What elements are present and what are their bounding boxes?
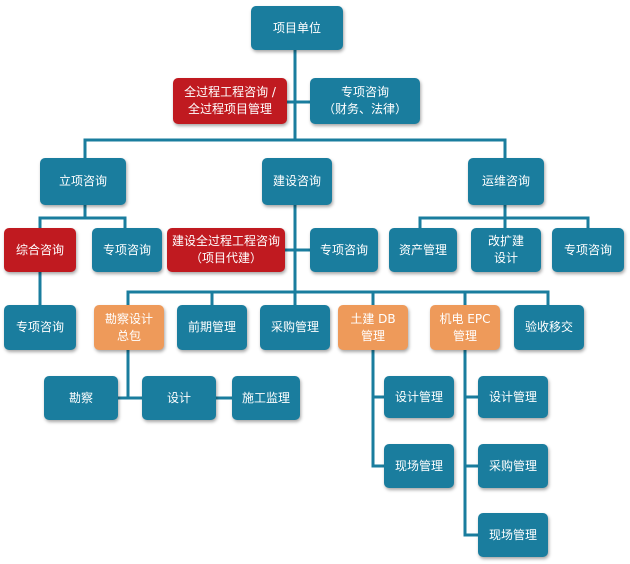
node-construction-consulting: 建设咨询 — [262, 158, 332, 205]
node-comprehensive-consulting: 综合咨询 — [4, 228, 76, 272]
node-design: 设计 — [142, 376, 216, 420]
node-construction-supervision: 施工监理 — [232, 376, 300, 420]
node-construction-full-process: 建设全过程工程咨询 （项目代建） — [167, 228, 285, 272]
node-civil-db-management: 土建 DB 管理 — [338, 305, 408, 350]
node-civil-design-management: 设计管理 — [384, 376, 454, 418]
node-mep-site-management: 现场管理 — [478, 513, 548, 557]
node-comprehensive-special-consulting: 专项咨询 — [4, 305, 76, 350]
node-renovation-design: 改扩建 设计 — [471, 228, 541, 272]
node-initiation-special-consulting: 专项咨询 — [92, 228, 162, 272]
node-construction-special-consulting: 专项咨询 — [310, 228, 378, 272]
node-mep-procurement-management: 采购管理 — [478, 444, 548, 488]
node-procurement-management: 采购管理 — [260, 305, 330, 350]
node-preliminary-management: 前期管理 — [177, 305, 247, 350]
node-full-process-consulting: 全过程工程咨询 / 全过程项目管理 — [173, 78, 287, 124]
node-mep-epc-management: 机电 EPC 管理 — [430, 305, 500, 350]
node-special-consulting-finance-law: 专项咨询 （财务、法律） — [310, 78, 420, 124]
node-operation-special-consulting: 专项咨询 — [552, 228, 624, 272]
node-survey-design-epc: 勘察设计 总包 — [94, 305, 164, 350]
node-asset-management: 资产管理 — [389, 228, 457, 272]
node-initiation-consulting: 立项咨询 — [40, 158, 126, 205]
node-survey: 勘察 — [44, 376, 118, 420]
node-civil-site-management: 现场管理 — [384, 444, 454, 488]
node-operation-consulting: 运维咨询 — [468, 158, 544, 205]
node-project-unit: 项目单位 — [251, 6, 343, 50]
node-mep-design-management: 设计管理 — [478, 376, 548, 418]
node-acceptance-handover: 验收移交 — [514, 305, 584, 350]
